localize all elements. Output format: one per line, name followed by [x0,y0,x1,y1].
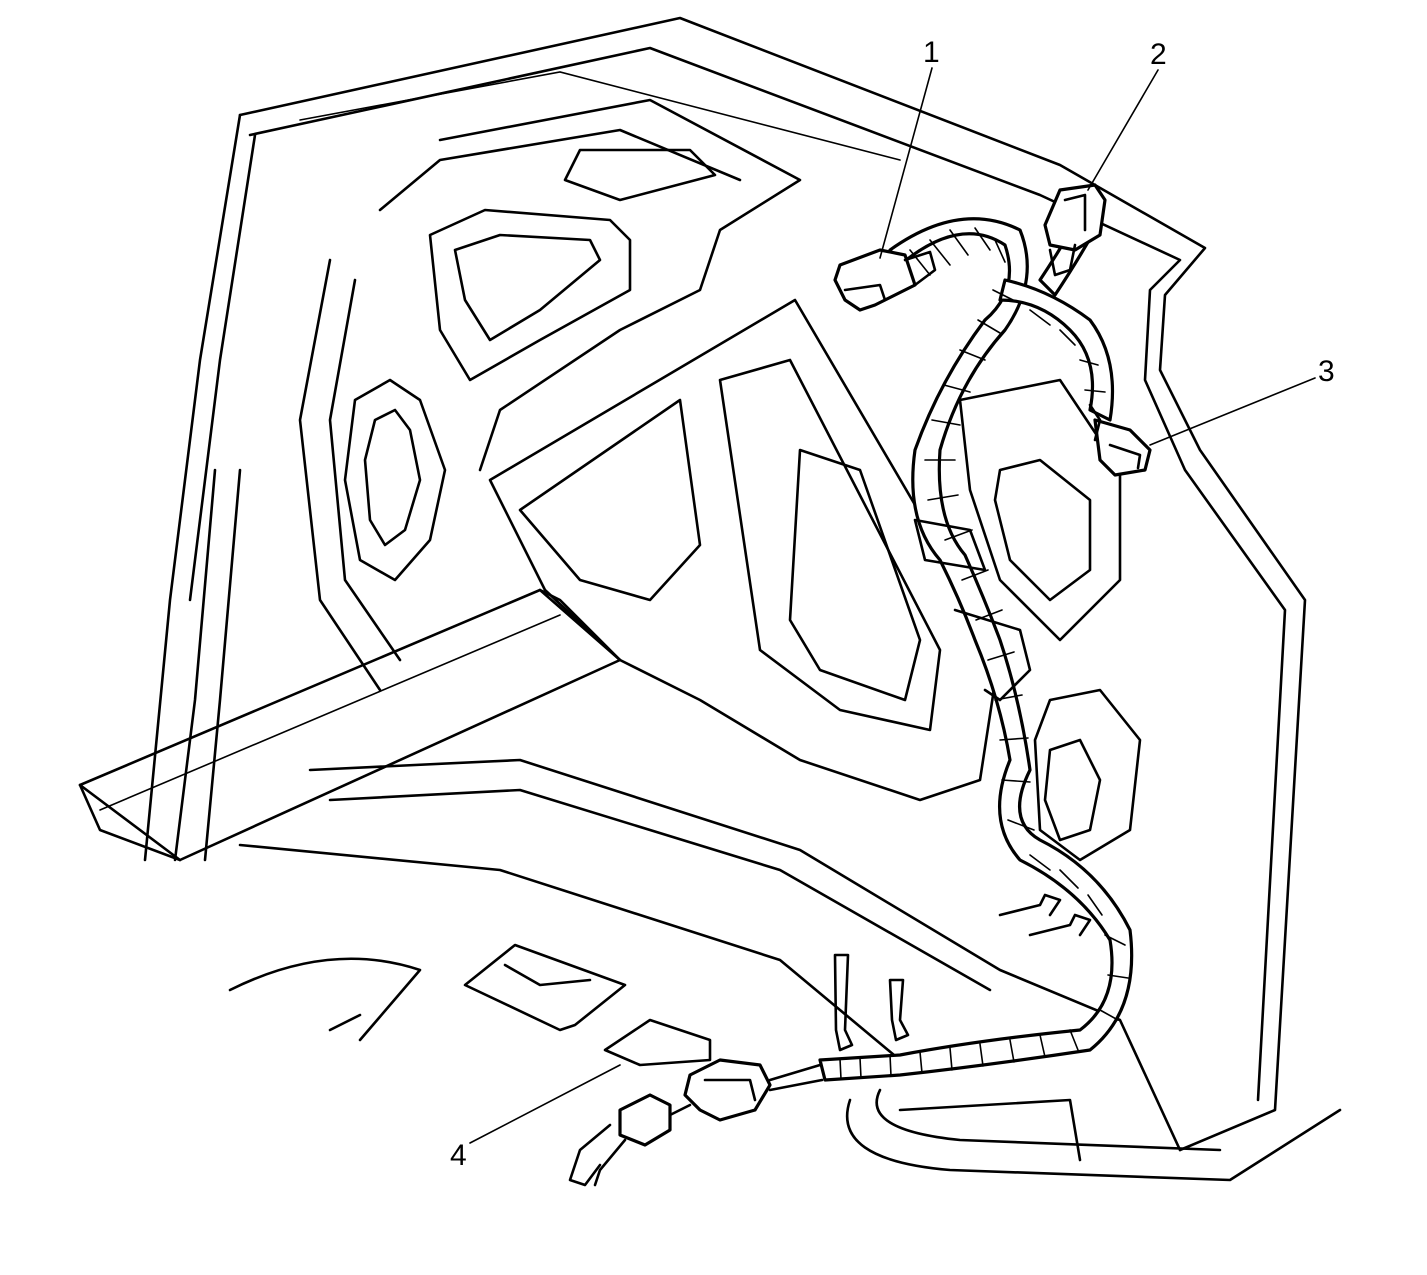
leader-line-4 [469,1064,621,1144]
leader-line-2 [1087,69,1159,191]
retainer-pins [833,893,1092,1052]
front-cross-member [78,588,622,862]
upper-left-cutout [428,148,717,382]
leader-line-3 [1149,377,1316,446]
right-cutouts [958,378,1142,862]
leader-lines [469,67,1316,1144]
callout-1: 1 [923,36,940,69]
trunk-lid-panel [143,16,1307,1152]
center-y-brace [488,298,1002,802]
connector-1 [833,248,937,312]
connector-4 [568,1058,824,1187]
callout-2: 2 [1150,38,1167,71]
leader-line-1 [879,67,933,259]
connector-3 [1088,403,1152,477]
callout-4: 4 [450,1139,467,1172]
callout-3: 3 [1318,355,1335,388]
wiring-harness [818,213,1134,1082]
lower-edge [228,758,1342,1182]
callout-labels: 1 2 3 4 [450,36,1335,1172]
harness-clip [913,518,1032,702]
hinge-bracket [463,943,712,1067]
left-oval-cutout [343,378,447,582]
inner-ribs [173,98,802,862]
connector-2 [1043,183,1107,277]
